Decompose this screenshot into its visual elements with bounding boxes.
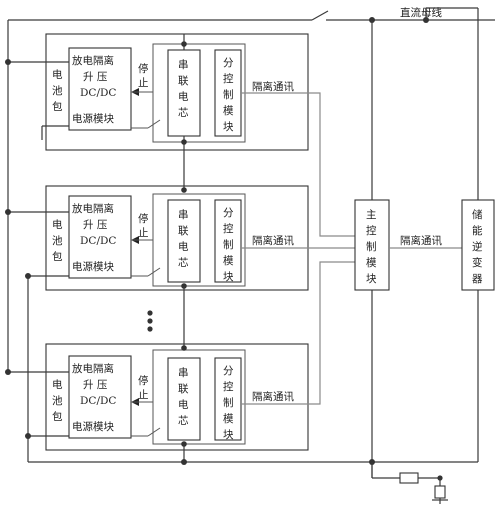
battery-pack-frame-1 — [45, 33, 309, 151]
main-control-module: 主 控 制 模 块 隔离通讯 — [354, 199, 462, 291]
stop-label-2-b: 止 — [138, 227, 149, 239]
comm-label-2: 隔离通讯 — [252, 234, 294, 247]
dcdc-label-1-a: 放电隔离 — [72, 54, 114, 67]
sub-ctrl-label-3-c: 制 — [223, 396, 234, 409]
series-cells-3 — [167, 357, 201, 441]
ground-element — [434, 485, 446, 499]
cell-label-1-a: 串 — [178, 59, 189, 71]
battery-module-2: 电 池 包 放电隔离 升 压 DC/DC 电源模块 停 止 串 联 电 芯 分 … — [5, 185, 355, 291]
sub-ctrl-label-2-b: 控 — [223, 222, 234, 235]
main-ctrl-label-b: 控 — [366, 224, 377, 237]
pack-label-3-c: 包 — [52, 410, 63, 423]
cell-label-3-b: 联 — [178, 383, 189, 395]
cell-group-outline-3 — [152, 349, 246, 445]
battery-pack-frame-3 — [45, 343, 309, 451]
battery-pack-frame-2 — [45, 185, 309, 291]
cell-label-1-d: 芯 — [178, 106, 189, 119]
main-ctrl-label-d: 模 — [366, 257, 377, 269]
energy-storage-inverter: 储 能 逆 变 器 — [461, 199, 495, 291]
cell-label-1-b: 联 — [178, 75, 189, 87]
series-cells-1 — [167, 49, 201, 137]
cell-label-3-d: 芯 — [178, 414, 189, 427]
dcdc-label-3-a: 放电隔离 — [72, 362, 114, 375]
dcdc-label-2-d: 电源模块 — [72, 260, 114, 273]
cell-label-2-d: 芯 — [178, 256, 189, 269]
dcdc-label-2-b: 升 压 — [83, 219, 108, 231]
sub-control-module-2 — [214, 199, 242, 283]
sub-ctrl-label-3-a: 分 — [223, 365, 234, 377]
cell-label-1-c: 电 — [178, 90, 189, 103]
stop-label-2-a: 停 — [138, 212, 149, 225]
dcdc-label-3-d: 电源模块 — [72, 420, 114, 433]
sub-control-module-3 — [214, 357, 242, 441]
dcdc-label-1-c: DC/DC — [80, 87, 116, 99]
cell-label-2-b: 联 — [178, 225, 189, 237]
series-cells-2 — [167, 199, 201, 283]
sub-ctrl-label-2-a: 分 — [223, 207, 234, 219]
battery-module-1: 电 池 包 放电隔离 升 压 DC/DC 电源模块 停 止 串 联 电 芯 分 … — [5, 33, 355, 237]
dcdc-label-1-b: 升 压 — [83, 71, 108, 83]
dcdc-label-1-d: 电源模块 — [72, 112, 114, 125]
sub-ctrl-label-2-c: 制 — [223, 238, 234, 251]
dc-bus-label: 直流母线 — [400, 6, 442, 19]
battery-module-3: 电 池 包 放电隔离 升 压 DC/DC 电源模块 停 止 串 联 电 芯 分 … — [5, 261, 355, 451]
pack-switch-2 — [147, 267, 161, 277]
stop-label-1-b: 止 — [138, 77, 149, 89]
inverter-box — [461, 199, 495, 291]
pack-label-2-b: 池 — [52, 234, 63, 247]
main-comm-label: 隔离通讯 — [400, 234, 442, 247]
sub-ctrl-label-2-e: 块 — [223, 271, 234, 283]
stop-label-3-b: 止 — [138, 389, 149, 401]
pack-label-1-c: 包 — [52, 100, 63, 113]
pack-label-3-a: 电 — [52, 378, 63, 391]
pcs-label-c: 逆 — [472, 240, 483, 253]
pack-label-1-b: 池 — [52, 84, 63, 97]
main-ctrl-label-a: 主 — [366, 209, 377, 221]
sub-ctrl-label-3-e: 块 — [223, 429, 234, 441]
pack-label-1-a: 电 — [52, 68, 63, 81]
comm-label-3: 隔离通讯 — [252, 390, 294, 403]
pcs-label-b: 能 — [472, 224, 483, 237]
sub-ctrl-label-1-a: 分 — [223, 57, 234, 69]
sub-ctrl-label-3-b: 控 — [223, 380, 234, 393]
cell-label-3-a: 串 — [178, 367, 189, 379]
bus-switch-blade — [311, 10, 329, 21]
pcs-label-e: 器 — [472, 273, 483, 285]
dc-bus-return — [28, 290, 479, 504]
dc-bus: 直流母线 — [7, 6, 495, 478]
cell-label-2-c: 电 — [178, 240, 189, 253]
stop-label-3-a: 停 — [138, 374, 149, 387]
pack-label-2-c: 包 — [52, 250, 63, 263]
sub-ctrl-label-1-c: 制 — [223, 88, 234, 101]
dcdc-label-3-b: 升 压 — [83, 379, 108, 391]
pcs-label-a: 储 — [472, 208, 483, 221]
pack-label-3-b: 池 — [52, 394, 63, 407]
dcdc-label-2-a: 放电隔离 — [72, 202, 114, 215]
sub-ctrl-label-1-e: 块 — [223, 121, 234, 133]
main-ctrl-label-e: 块 — [366, 273, 377, 285]
sub-ctrl-label-2-d: 模 — [223, 255, 234, 267]
sub-ctrl-label-3-d: 模 — [223, 413, 234, 425]
sub-ctrl-label-1-d: 模 — [223, 105, 234, 117]
dcdc-label-3-c: DC/DC — [80, 395, 116, 407]
cell-label-3-c: 电 — [178, 398, 189, 411]
dcdc-module-2 — [68, 195, 132, 279]
dcdc-label-2-c: DC/DC — [80, 235, 116, 247]
pack-switch-1 — [147, 119, 161, 129]
sub-control-module-1 — [214, 49, 242, 137]
resistor — [399, 472, 419, 484]
dcdc-module-3 — [68, 355, 132, 439]
pack-label-2-a: 电 — [52, 218, 63, 231]
stop-label-1-a: 停 — [138, 62, 149, 75]
pcs-label-d: 变 — [472, 256, 483, 269]
dcdc-module-1 — [68, 47, 132, 131]
sub-ctrl-label-1-b: 控 — [223, 72, 234, 85]
pack-switch-3 — [147, 427, 161, 437]
more-modules-ellipsis — [147, 310, 153, 332]
comm-label-1: 隔离通讯 — [252, 80, 294, 93]
main-ctrl-label-c: 制 — [366, 240, 377, 253]
cell-label-2-a: 串 — [178, 209, 189, 221]
main-control-box — [354, 199, 390, 291]
